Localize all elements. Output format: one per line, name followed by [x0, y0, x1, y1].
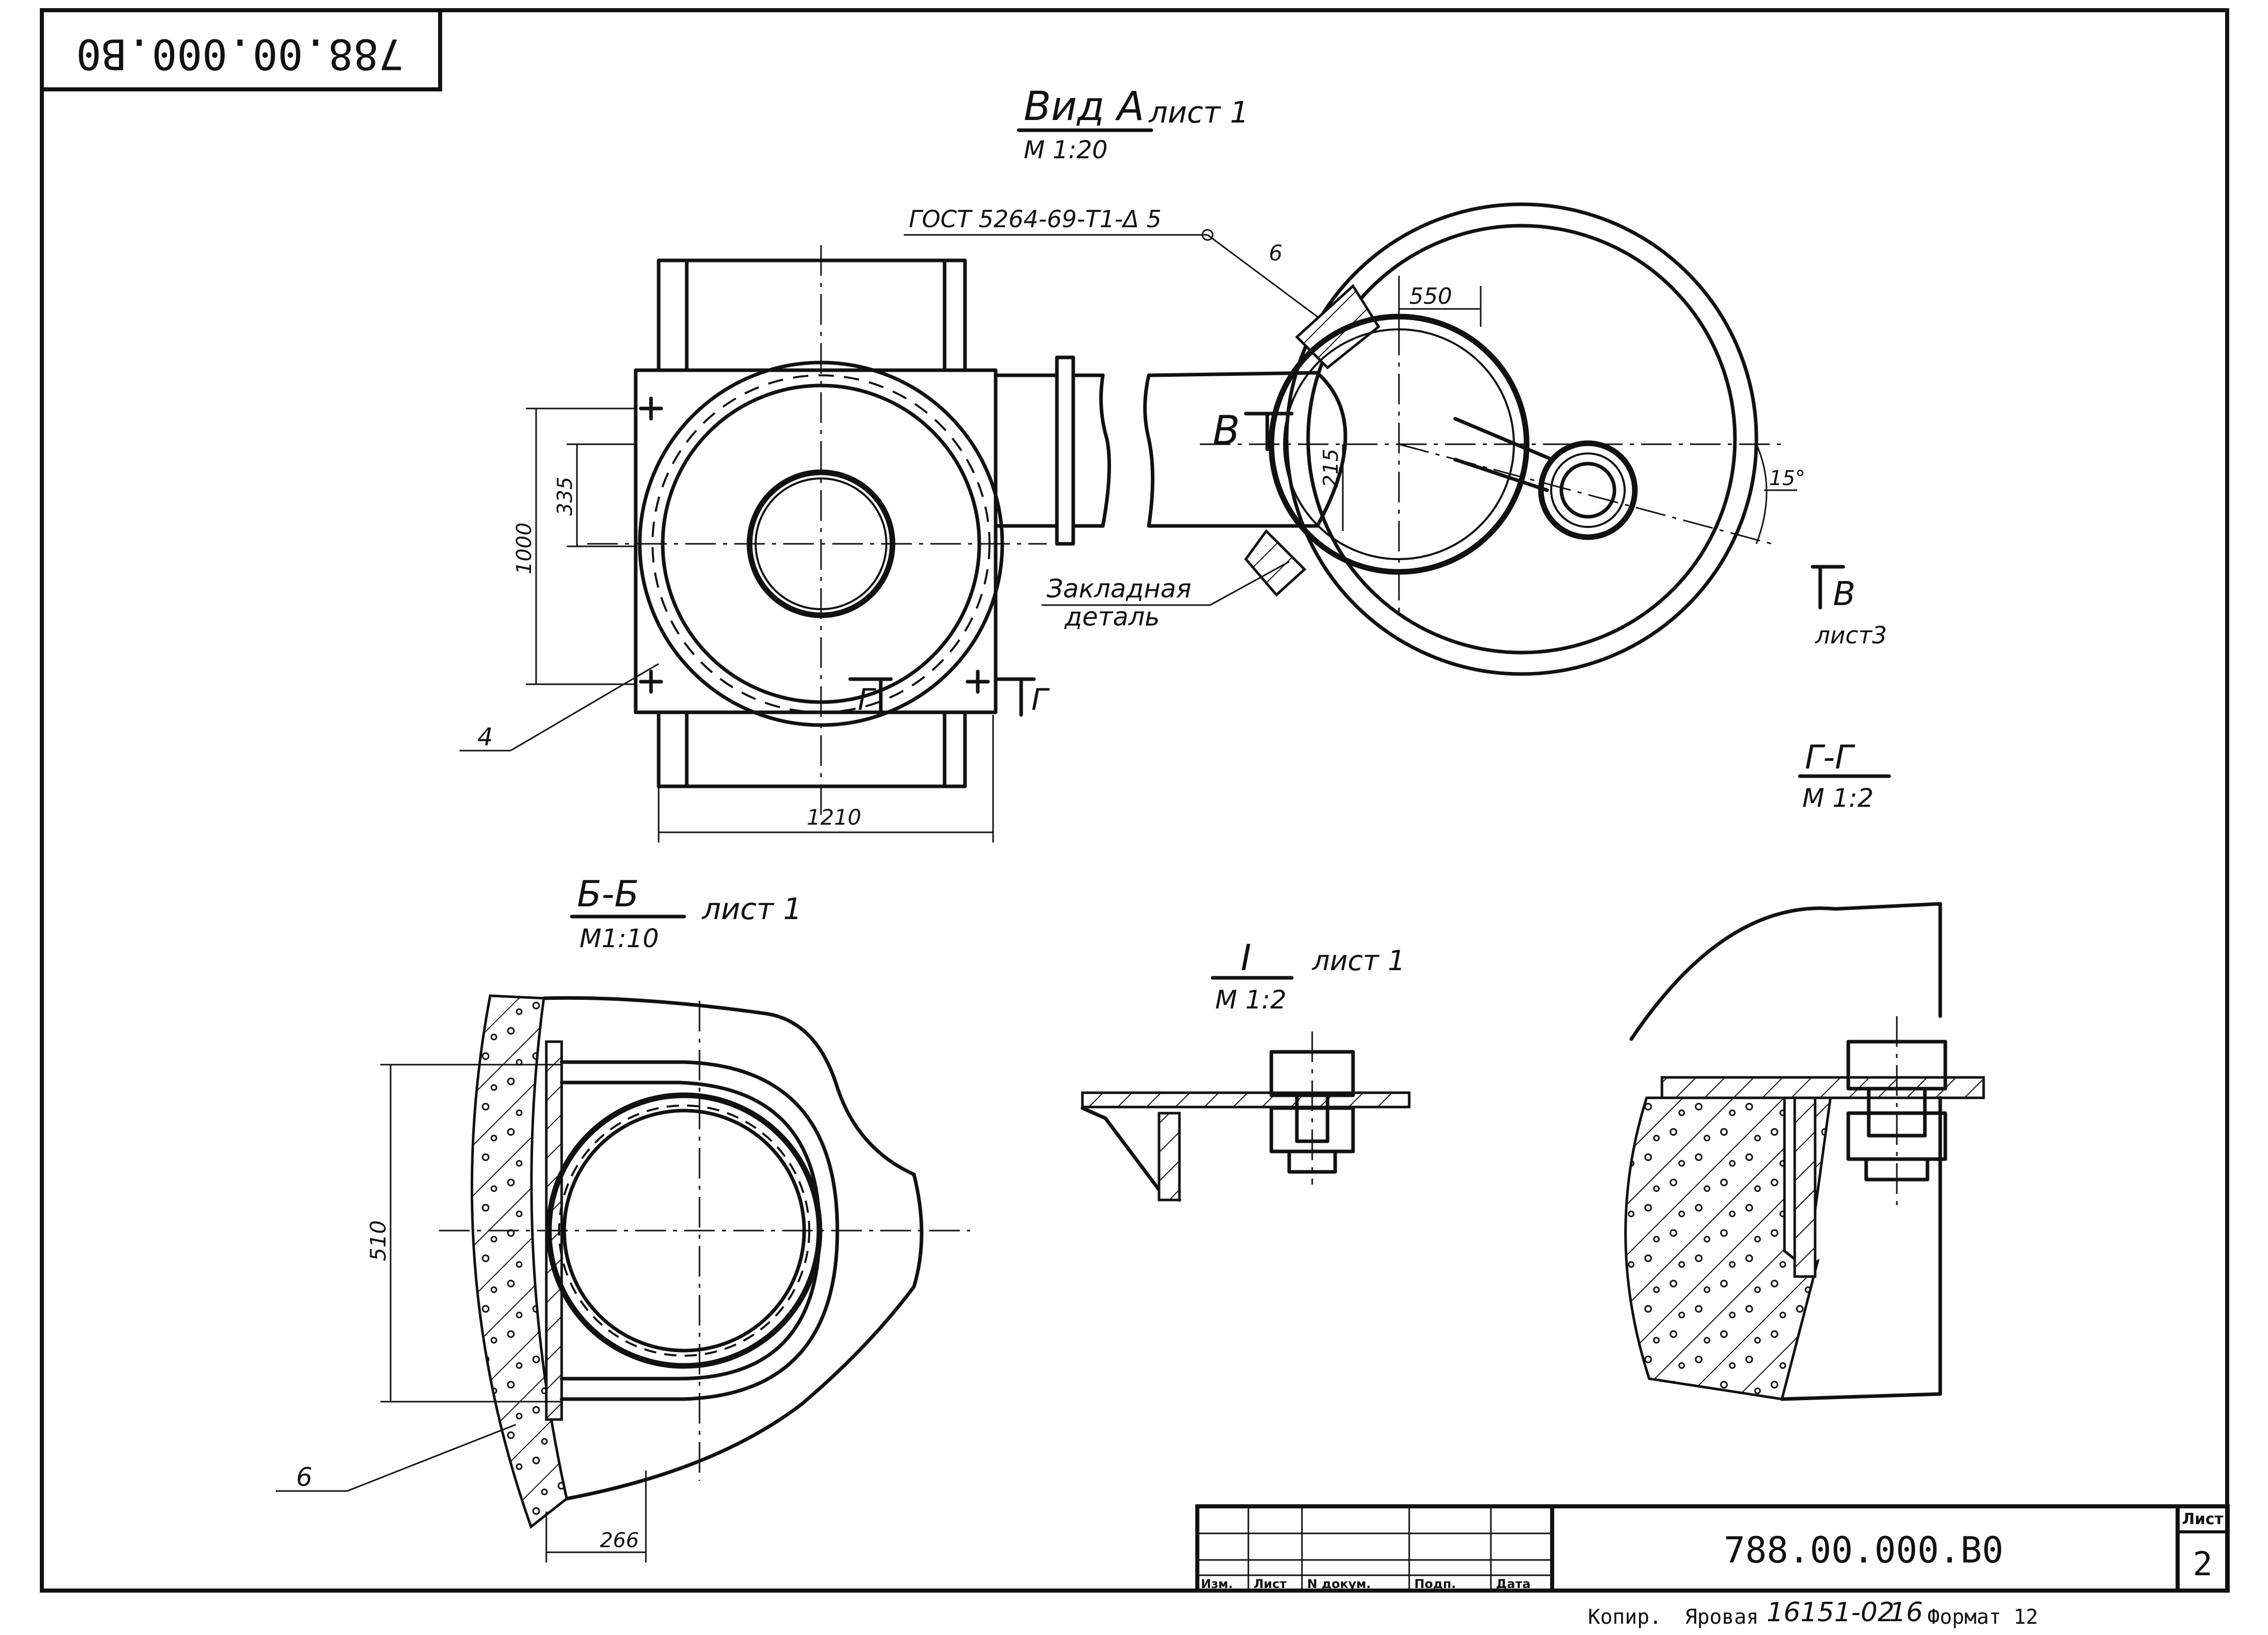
detail-i-title: I [1241, 937, 1251, 979]
footer-name: Яровая [1685, 1605, 1759, 1629]
dim-510: 510 [366, 1220, 391, 1261]
tb-header-podp: Подп. [1414, 1577, 1456, 1591]
section-bb-title: Б-Б [577, 873, 639, 915]
footer-sheet: 16 [1889, 1597, 1923, 1628]
footer-format: Формат 12 [1927, 1605, 2038, 1629]
section-g-left: Г [858, 682, 877, 717]
section-bb-scale: М1:10 [580, 924, 659, 953]
section-v-sheet: лист3 [1815, 621, 1887, 649]
view-a-scale: М 1:20 [1024, 136, 1107, 164]
dim-550: 550 [1409, 283, 1452, 309]
view-a: Вид А М 1:20 лист 1 ГОСТ 5264-69-Т1-Δ 5 … [460, 84, 1887, 843]
detail-i: I М 1:2 лист 1 [1080, 937, 1411, 1202]
footer-copied: Копир. [1588, 1605, 1662, 1629]
dim-15: 15° [1769, 467, 1805, 490]
drawing-frame [40, 8, 2229, 1593]
gost-note: ГОСТ 5264-69-Т1-Δ 5 [909, 205, 1162, 233]
callout-6-bottom: 6 [296, 1462, 312, 1492]
tb-header-list: Лист [1253, 1577, 1287, 1591]
zakladnaya-line2: деталь [1064, 602, 1160, 632]
section-bb: Б-Б М1:10 лист 1 510 266 6 [276, 873, 970, 1562]
footer-number: 16151-02 [1767, 1597, 1894, 1628]
dim-335: 335 [553, 477, 577, 516]
callout-4: 4 [477, 723, 493, 752]
dim-1000: 1000 [513, 522, 536, 574]
callout-6-top: 6 [1269, 241, 1283, 266]
dim-1210: 1210 [807, 805, 861, 830]
zakladnaya-line1: Закладная [1047, 574, 1191, 604]
tb-header-ndokum: N докум. [1307, 1577, 1371, 1591]
tb-sheet-number: 2 [2193, 1546, 2213, 1583]
section-gg-title-text: Г-Г [1805, 739, 1855, 777]
section-g-right: Г [1031, 682, 1050, 717]
title-block: Изм. Лист N докум. Подп. Дата 788.00.000… [1195, 1504, 2230, 1593]
section-gg-scale: М 1:2 [1802, 783, 1874, 813]
footer: Копир. Яровая 16151-02 16 Формат 12 [1588, 1597, 2038, 1629]
stamp-top-left: 788.00.000.В0 [40, 8, 442, 91]
section-v-letter: В [1833, 575, 1855, 613]
tb-header-data: Дата [1496, 1577, 1531, 1591]
tb-designation: 788.00.000.В0 [1724, 1529, 2004, 1571]
view-a-sheet: лист 1 [1148, 95, 1249, 130]
detail-i-sheet: лист 1 [1312, 945, 1405, 977]
view-a-title: Вид А [1024, 84, 1144, 130]
section-bb-sheet: лист 1 [702, 892, 802, 926]
dim-215: 215 [1319, 449, 1343, 488]
tb-header-izm: Изм. [1201, 1577, 1233, 1591]
section-v-mark-pipe: В [1213, 408, 1240, 454]
stamp-top-text: 788.00.000.В0 [76, 30, 404, 78]
section-gg-drawing [1624, 902, 1985, 1401]
detail-i-scale: М 1:2 [1215, 985, 1287, 1015]
tb-sheet-label: Лист [2182, 1510, 2224, 1528]
section-gg-title: Г-Г М 1:2 [1798, 739, 1891, 813]
dim-266: 266 [600, 1529, 639, 1552]
